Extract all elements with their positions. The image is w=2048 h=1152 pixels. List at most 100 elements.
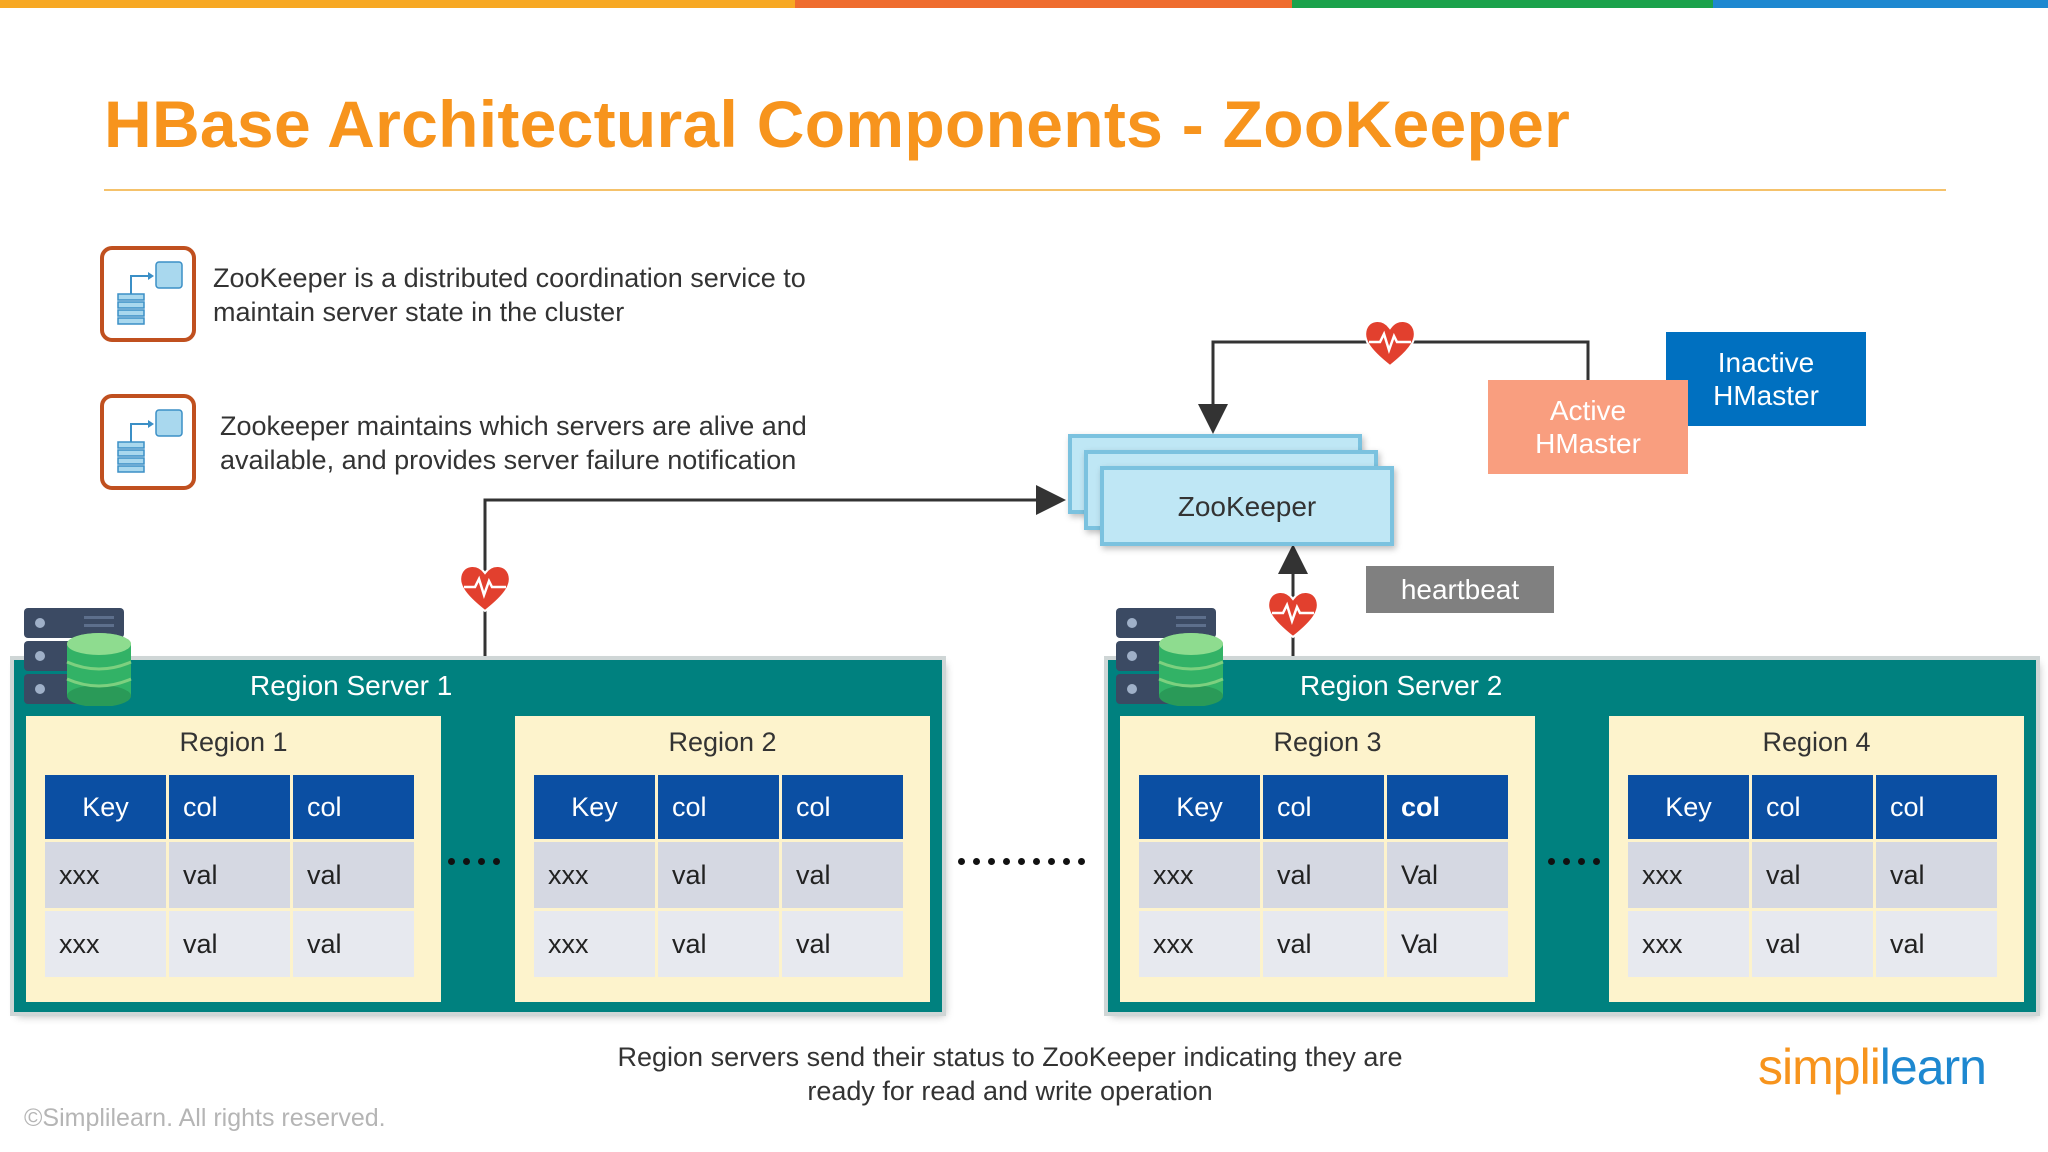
bullet-1-line-1: ZooKeeper is a distributed coordination …	[213, 263, 806, 293]
table-header-cell: Key	[534, 775, 655, 839]
table-cell: Val	[1387, 842, 1508, 908]
region-4-table: Key col col xxx val val xxx val val	[1625, 772, 2000, 980]
table-cell: xxx	[1628, 911, 1749, 977]
table-header-cell: col	[293, 775, 414, 839]
table-header-cell: col	[1387, 775, 1508, 839]
heartbeat-icon	[1364, 320, 1416, 368]
heartbeat-label: heartbeat	[1366, 566, 1554, 613]
title-divider	[104, 189, 1946, 191]
bullet-2-line-2: available, and provides server failure n…	[220, 445, 797, 475]
simplilearn-logo: simplilearn	[1758, 1038, 1987, 1096]
table-cell: val	[1876, 911, 1997, 977]
table-cell: xxx	[534, 842, 655, 908]
region-3: Region 3 Key col col xxx val Val xxx val…	[1120, 716, 1535, 1002]
table-row: xxx val Val	[1139, 911, 1508, 977]
table-row: xxx val Val	[1139, 842, 1508, 908]
table-header-row: Key col col	[45, 775, 414, 839]
server-db-icon	[1116, 608, 1224, 706]
table-cell: xxx	[45, 911, 166, 977]
bullet-1-text: ZooKeeper is a distributed coordination …	[213, 261, 806, 329]
region-1-title: Region 1	[179, 727, 288, 757]
table-row: xxx val val	[45, 842, 414, 908]
region-1-table: Key col col xxx val val xxx val val	[42, 772, 417, 980]
table-header-cell: col	[1752, 775, 1873, 839]
region-1: Region 1 Key col col xxx val val xxx val…	[26, 716, 441, 1002]
table-cell: val	[1752, 911, 1873, 977]
region-2-table: Key col col xxx val val xxx val val	[531, 772, 906, 980]
heartbeat-icon	[459, 565, 511, 613]
heartbeat-icon	[1267, 591, 1319, 639]
caption: Region servers send their status to ZooK…	[520, 1040, 1500, 1108]
ellipsis-dots-rs1	[448, 858, 500, 866]
logo-part-1: simpl	[1758, 1039, 1871, 1095]
copyright-text: ©Simplilearn. All rights reserved.	[24, 1104, 386, 1132]
table-row: xxx val val	[45, 911, 414, 977]
table-header-row: Key col col	[534, 775, 903, 839]
topbar-segment-1	[0, 0, 795, 8]
active-hmaster-line-2: HMaster	[1535, 428, 1641, 459]
table-header-cell: col	[658, 775, 779, 839]
region-4-title: Region 4	[1762, 727, 1871, 757]
table-cell: val	[169, 842, 290, 908]
region-server-1: Region Server 1 Region 1 Key col col xxx…	[14, 660, 942, 1012]
table-row: xxx val val	[534, 842, 903, 908]
table-cell: val	[293, 842, 414, 908]
region-server-2-title: Region Server 2	[1300, 670, 1503, 701]
table-cell: val	[782, 842, 903, 908]
region-4: Region 4 Key col col xxx val val xxx val…	[1609, 716, 2024, 1002]
topbar-segment-4	[1713, 0, 2048, 8]
region-2-title: Region 2	[668, 727, 777, 757]
table-header-row: Key col col	[1628, 775, 1997, 839]
logo-part-2: i	[1869, 1039, 1881, 1095]
topbar-segment-3	[1292, 0, 1713, 8]
table-header-cell: Key	[45, 775, 166, 839]
table-header-cell: col	[1263, 775, 1384, 839]
table-cell: xxx	[1139, 842, 1260, 908]
table-cell: xxx	[1628, 842, 1749, 908]
table-header-cell: col	[782, 775, 903, 839]
logo-part-3: learn	[1879, 1039, 1987, 1095]
table-cell: val	[1263, 842, 1384, 908]
table-cell: val	[1876, 842, 1997, 908]
table-header-cell: col	[1876, 775, 1997, 839]
inactive-hmaster: Inactive HMaster	[1666, 332, 1866, 426]
table-cell: val	[1263, 911, 1384, 977]
active-hmaster: Active HMaster	[1488, 380, 1688, 474]
table-cell: xxx	[534, 911, 655, 977]
table-cell: val	[658, 911, 779, 977]
table-row: xxx val val	[1628, 842, 1997, 908]
table-header-row: Key col col	[1139, 775, 1508, 839]
table-row: xxx val val	[534, 911, 903, 977]
region-server-2: Region Server 2 Region 3 Key col col xxx…	[1108, 660, 2036, 1012]
caption-line-1: Region servers send their status to ZooK…	[617, 1042, 1403, 1072]
ellipsis-dots-rs2	[1548, 858, 1600, 866]
region-3-title: Region 3	[1273, 727, 1382, 757]
table-cell: val	[782, 911, 903, 977]
zookeeper-node: ZooKeeper	[1100, 466, 1394, 546]
active-hmaster-line-1: Active	[1549, 395, 1627, 426]
table-header-cell: Key	[1139, 775, 1260, 839]
topbar-segment-2	[795, 0, 1292, 8]
table-header-cell: col	[169, 775, 290, 839]
inactive-hmaster-line-1: Inactive	[1717, 347, 1815, 378]
bullet-2-text: Zookeeper maintains which servers are al…	[220, 409, 807, 477]
table-row: xxx val val	[1628, 911, 1997, 977]
table-cell: Val	[1387, 911, 1508, 977]
region-3-table: Key col col xxx val Val xxx val Val	[1136, 772, 1511, 980]
zookeeper-label: ZooKeeper	[1177, 490, 1317, 522]
bullet-1-line-2: maintain server state in the cluster	[213, 297, 625, 327]
region-server-1-title: Region Server 1	[250, 670, 453, 701]
rs1-to-zookeeper-line	[483, 485, 1066, 662]
table-cell: xxx	[1139, 911, 1260, 977]
workflow-icon	[100, 394, 196, 490]
table-cell: val	[1752, 842, 1873, 908]
server-db-icon	[24, 608, 132, 706]
page-title: HBase Architectural Components - ZooKeep…	[104, 87, 1571, 161]
workflow-icon	[100, 246, 196, 342]
caption-line-2: ready for read and write operation	[807, 1076, 1213, 1106]
region-2: Region 2 Key col col xxx val val xxx val…	[515, 716, 930, 1002]
table-cell: xxx	[45, 842, 166, 908]
table-cell: val	[169, 911, 290, 977]
table-header-cell: Key	[1628, 775, 1749, 839]
